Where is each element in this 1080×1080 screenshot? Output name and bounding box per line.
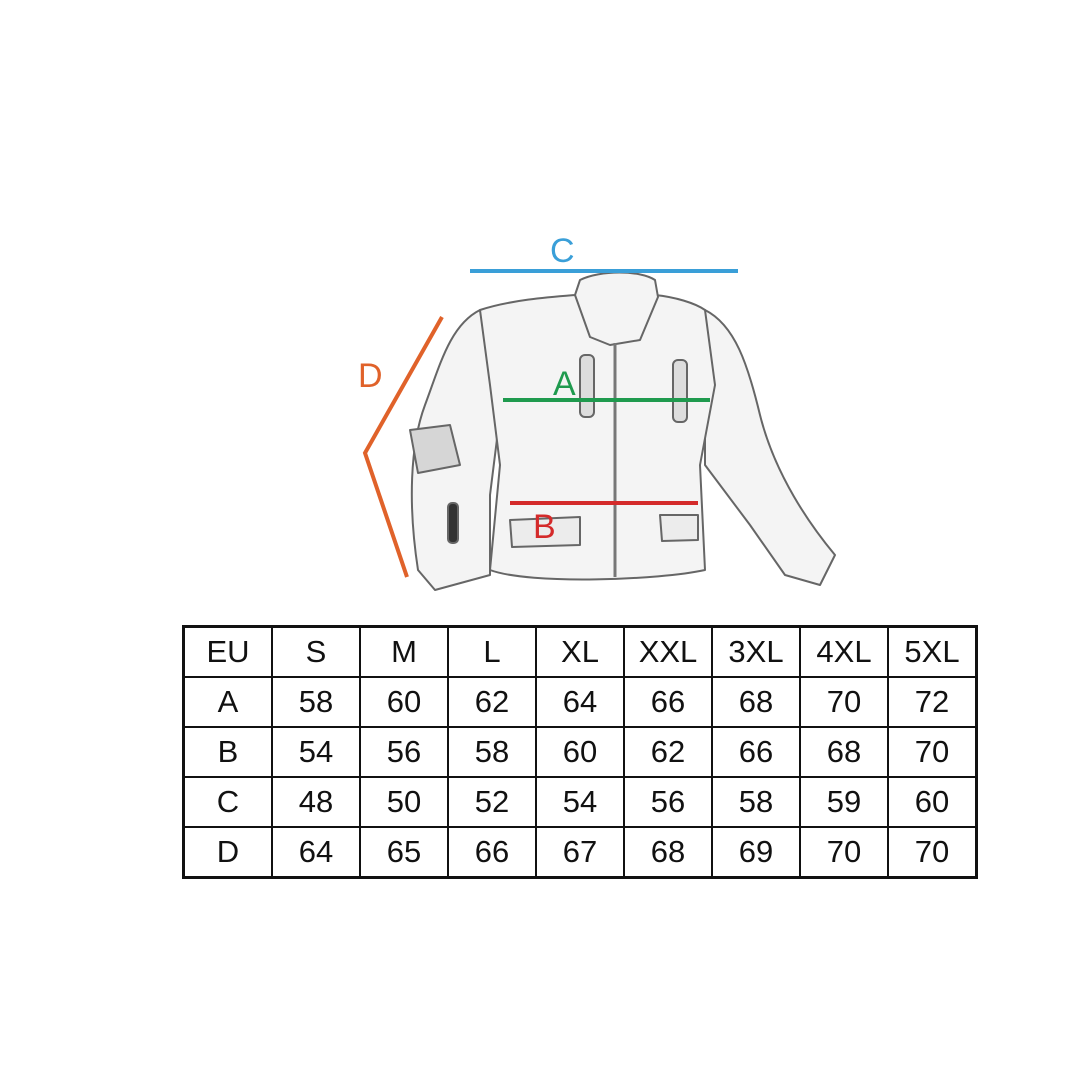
header-cell: 4XL — [799, 625, 889, 678]
table-cell: 67 — [535, 826, 625, 879]
table-cell: 66 — [711, 726, 801, 778]
jacket-measurement-diagram: C D A B — [358, 232, 836, 591]
table-cell: 68 — [623, 826, 713, 879]
jacket-left-vent — [579, 354, 595, 418]
measure-label-c: C — [550, 232, 575, 270]
table-cell: 66 — [623, 676, 713, 728]
size-header-row: EU S M L XL XXL 3XL 4XL 5XL — [182, 625, 978, 678]
row-label-cell: D — [182, 826, 273, 879]
table-cell: 62 — [623, 726, 713, 778]
table-cell: 56 — [359, 726, 449, 778]
table-cell: 64 — [535, 676, 625, 728]
table-cell: 70 — [799, 826, 889, 879]
header-cell: XXL — [623, 625, 713, 678]
table-cell: 65 — [359, 826, 449, 879]
table-row: A 58 60 62 64 66 68 70 72 — [182, 676, 978, 728]
table-cell: 60 — [359, 676, 449, 728]
measure-label-b: B — [533, 508, 556, 546]
jacket-elbow-pad — [409, 424, 461, 474]
table-cell: 70 — [887, 826, 978, 879]
table-cell: 54 — [535, 776, 625, 828]
table-cell: 66 — [447, 826, 537, 879]
jacket-body — [479, 294, 716, 581]
header-cell: EU — [182, 625, 273, 678]
table-cell: 58 — [447, 726, 537, 778]
jacket-right-sleeve — [704, 309, 836, 586]
jacket-lower-pocket-right — [659, 514, 699, 542]
jacket-sleeve-vent — [447, 502, 459, 544]
row-label-cell: C — [182, 776, 273, 828]
header-cell: M — [359, 625, 449, 678]
table-cell: 54 — [271, 726, 361, 778]
jacket-right-vent — [672, 359, 688, 423]
table-cell: 68 — [799, 726, 889, 778]
size-chart-table: EU S M L XL XXL 3XL 4XL 5XL A 58 60 62 6… — [182, 625, 978, 879]
table-cell: 58 — [711, 776, 801, 828]
table-row: C 48 50 52 54 56 58 59 60 — [182, 776, 978, 828]
table-cell: 72 — [887, 676, 978, 728]
header-cell: L — [447, 625, 537, 678]
header-cell: XL — [535, 625, 625, 678]
table-cell: 68 — [711, 676, 801, 728]
row-label-cell: B — [182, 726, 273, 778]
table-cell: 48 — [271, 776, 361, 828]
table-row: B 54 56 58 60 62 66 68 70 — [182, 726, 978, 778]
size-chart-body: EU S M L XL XXL 3XL 4XL 5XL A 58 60 62 6… — [182, 625, 978, 879]
header-cell: 3XL — [711, 625, 801, 678]
table-cell: 70 — [887, 726, 978, 778]
table-cell: 59 — [799, 776, 889, 828]
table-cell: 69 — [711, 826, 801, 879]
table-cell: 52 — [447, 776, 537, 828]
jacket-sketch — [409, 271, 836, 591]
table-cell: 60 — [535, 726, 625, 778]
measure-line-d — [362, 316, 444, 578]
row-label-cell: A — [182, 676, 273, 728]
header-cell: 5XL — [887, 625, 978, 678]
table-cell: 50 — [359, 776, 449, 828]
header-cell: S — [271, 625, 361, 678]
table-cell: 62 — [447, 676, 537, 728]
measure-label-a: A — [553, 365, 576, 403]
table-row: D 64 65 66 67 68 69 70 70 — [182, 826, 978, 879]
table-cell: 58 — [271, 676, 361, 728]
jacket-lower-pocket — [509, 516, 581, 548]
table-cell: 64 — [271, 826, 361, 879]
table-cell: 60 — [887, 776, 978, 828]
table-cell: 70 — [799, 676, 889, 728]
measure-label-d: D — [358, 357, 383, 395]
table-cell: 56 — [623, 776, 713, 828]
jacket-collar — [574, 271, 659, 346]
